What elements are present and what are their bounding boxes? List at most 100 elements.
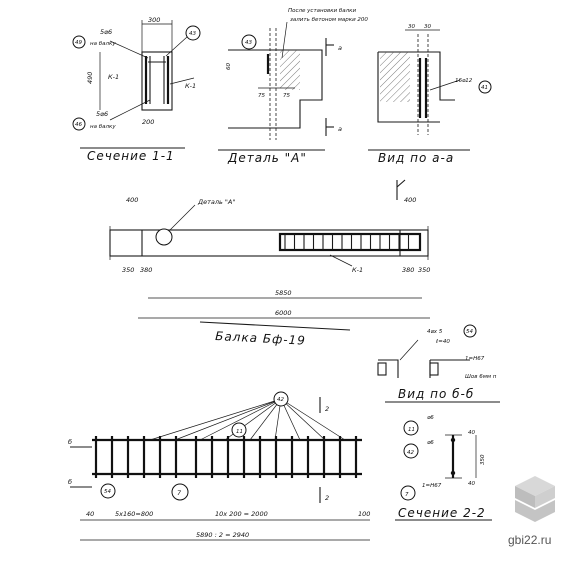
mark-41-bubble [478,80,492,94]
mark-49-bubble [72,35,86,49]
b-spec2: ℓ=40 [435,339,450,345]
title-detail-a: Деталь "А" [227,151,307,165]
mark-43: 43 [189,31,196,37]
section-2-2-drawing: 350 40 40 ⌀6 11 ⌀6 42 1=Н67 7 Сечение 2-… [395,415,492,521]
cut-b-bot: б [68,478,72,486]
s22-mid: ⌀6 [427,440,434,446]
cut-a-bot: а [338,125,342,133]
title-view-a-a: Вид по а-а [378,151,454,165]
dim-30: 30 [408,24,415,30]
mark-42-leader [280,398,326,441]
dim-40a: 40 [86,510,94,518]
top-bar-spec: 5⌀6 [100,28,112,36]
dim-6000: 6000 [275,309,292,317]
dim-400b: 400 [404,196,416,204]
title-view-b-b: Вид по б-б [398,387,474,401]
dim-380a: 380 [140,266,152,274]
dim-5890: 5890 : 2 = 2940 [196,531,249,539]
weld-n: 1=Н67 [465,356,485,362]
mark-54-top-bubble [463,324,477,338]
mark-42: 42 [277,397,284,403]
mark-49: 49 [75,40,82,46]
mark-54-plan-bubble [100,483,116,499]
dim-40c: 40 [468,481,475,487]
dim-200: 200 [142,118,154,126]
s22-top: ⌀6 [427,415,434,421]
mark-11: 11 [236,429,243,435]
dim-300: 300 [148,16,160,24]
k1-outer-label: К-1 [185,82,196,90]
mark-42-leader [280,398,346,441]
watermark-site: gbi22.ru [508,533,552,547]
dim-5850: 5850 [275,289,292,297]
mark-7-s22-bubble [400,485,416,501]
cage-k1-plan: 42 11 7 54 б б 2 2 40 5x160=800 10x 200 … [68,391,370,541]
cut-2-top: 2 [325,405,329,413]
cut-b-top: б [68,438,72,446]
mark-11-s22-bubble [403,420,419,436]
view-b-b-drawing: 4⌀х 5 ℓ=40 54 1=Н67 Шов 6мм п Вид по б-б [377,324,500,403]
section-outline [141,51,173,111]
mark-7: 7 [177,489,182,497]
mark-7-s22: 7 [405,492,409,498]
section-1-1-drawing: 300 490 200 5⌀6 на балку 5⌀6 на балку К-… [72,16,201,163]
k1-inner-label: К-1 [108,73,119,81]
dim-60: 60 [226,63,232,70]
install-note-line1: После установки балки [288,8,356,14]
mark-42-leader [249,398,282,441]
cage-k1 [278,232,422,252]
dim-400a: 400 [126,196,138,204]
dim-75a: 75 [258,93,265,99]
mark-42-s22-bubble [403,443,419,459]
cut-a-top: а [338,44,342,52]
mark-54-plan: 54 [104,489,111,495]
dim-10x200: 10x 200 = 2000 [215,510,268,518]
mark-41: 41 [481,85,488,91]
dim-350a: 350 [122,266,134,274]
cut-2-bot: 2 [325,494,329,502]
dim-5x160: 5x160=800 [115,510,153,518]
b-spec: 4⌀х 5 [427,329,443,335]
mark-42-bubble [273,391,289,407]
detail-a-drawing: 75 75 60 43 После установки балки залить… [218,8,368,165]
mark-11-s22: 11 [408,427,415,433]
bot-bar-note: на балку [90,124,116,130]
watermark-logo-icon [515,476,555,522]
mark-42-leader [174,398,282,441]
mark-42-leader [199,398,282,441]
mark-46: 46 [75,122,82,128]
beam-elevation: Деталь "А" К-1 400 400 350 380 380 350 5… [109,179,430,348]
weld-note: Шов 6мм п [465,374,497,380]
title-section-2-2: Сечение 2-2 [398,506,486,520]
s22-weld: 1=Н67 [422,483,442,489]
mark-43-bubble [185,25,201,41]
mark-42-s22: 42 [407,450,414,456]
k1-beam-label: К-1 [352,266,363,274]
mark-43b-bubble [241,34,257,50]
dim-380b: 380 [402,266,414,274]
dim-75b: 75 [283,93,290,99]
title-section-1-1: Сечение 1-1 [87,149,175,163]
mark-42-leader [149,398,282,441]
detail-a-callout-circle [155,228,173,246]
mark-42-leader [280,398,301,441]
mark-7-bubble [171,483,189,501]
mark-43b: 43 [245,40,252,46]
mark-54-top: 54 [466,329,473,335]
install-note-line2: залить бетоном марки 200 [290,17,368,23]
bot-bar-spec: 5⌀6 [96,110,108,118]
mark-46-bubble [72,117,86,131]
view-a-a-drawing: 30 30 16⌀12 41 Вид по а-а [368,24,492,165]
dim-30b: 30 [424,24,431,30]
dim-350c: 350 [480,454,486,465]
rod-16-label: 16⌀12 [455,78,473,84]
top-bar-note: на балку [90,41,116,47]
title-beam: Балка Бф-19 [215,329,306,348]
mark-11-bubble [231,422,247,438]
dim-490: 490 [86,72,94,84]
dim-40b: 40 [468,430,475,436]
dim-100: 100 [358,510,370,518]
dim-350b: 350 [418,266,430,274]
